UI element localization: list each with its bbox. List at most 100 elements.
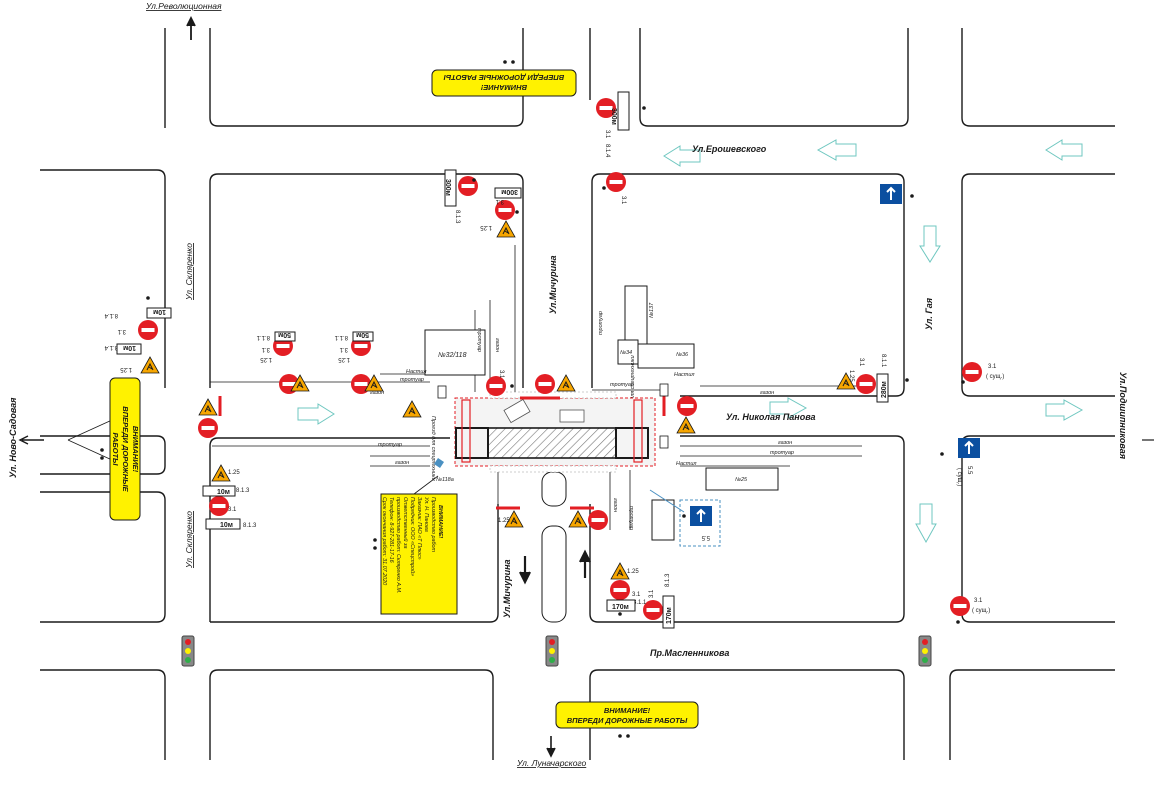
- building-32-118-label: №32/118: [438, 352, 467, 359]
- sign-code: 5.5: [966, 466, 972, 475]
- warning-top-line1: ВНИМАНИЕ!: [480, 83, 527, 92]
- info-line: Ул. Н. Панова: [423, 496, 429, 532]
- flow-arrow-right-icon: [769, 397, 808, 419]
- city-block: [40, 169, 166, 388]
- city-block: [591, 173, 905, 397]
- distance-plate-value: 280м: [881, 381, 888, 398]
- roadwork-sign: [402, 400, 422, 418]
- sign-code: 8.1.3: [665, 573, 671, 587]
- sign-code: 8.1.3: [243, 523, 257, 529]
- city-block: [209, 669, 494, 760]
- sign-code: 1.25: [627, 569, 639, 575]
- excavator: [503, 398, 531, 424]
- no-entry-sign: [677, 396, 697, 416]
- island-bottom: [541, 525, 567, 623]
- no-entry-sign: [610, 580, 630, 600]
- distance-plate-value: 170м: [612, 604, 629, 611]
- roadwork-sign: [556, 374, 576, 392]
- sign-code: 1.25: [498, 518, 510, 524]
- flow-arrow-right-icon: [1045, 399, 1084, 421]
- block-edge: [40, 669, 166, 760]
- warning-plate-top: ВНИМАНИЕ! ВПЕРЕДИ ДОРОЖНЫЕ РАБОТЫ: [431, 69, 577, 97]
- warning-left-line2: ВПЕРЕДИ ДОРОЖНЫЕ: [121, 406, 130, 492]
- city-block: [961, 28, 1115, 127]
- no-entry-sign: [198, 418, 218, 438]
- distance-plate-value: 300м: [501, 188, 518, 195]
- flow-arrow-left-icon: [663, 145, 701, 167]
- warning-top-line2: ВПЕРЕДИ ДОРОЖНЫЕ РАБОТЫ: [443, 73, 564, 82]
- sign-code: 3.1: [261, 346, 270, 352]
- no-entry-sign: [486, 376, 506, 396]
- distance-plate: [662, 595, 675, 629]
- distance-plate: [352, 331, 374, 342]
- street-podshipnikovaya: Ул.Подшипниковая: [1118, 372, 1128, 460]
- crosswalk: [489, 465, 617, 473]
- arrow-up-icon: [579, 549, 591, 578]
- no-entry-sign: [962, 362, 982, 382]
- warning-bottom-line2: ВПЕРЕДИ ДОРОЖНЫЕ РАБОТЫ: [567, 716, 688, 725]
- street-michurina-bottom: Ул.Мичурина: [502, 559, 512, 618]
- info-line: Заказчик: ПАО «Т Плюс»: [416, 497, 422, 560]
- traffic-light-yellow-icon: [922, 648, 928, 654]
- sign-code: 1.25: [848, 370, 854, 382]
- street-nikolaya-panova: Ул. Николая Панова: [726, 412, 816, 422]
- deck: [659, 435, 669, 449]
- info-line: Подрядчик: ООО «Спецстрой»: [409, 497, 416, 576]
- building-118a-label: №118а: [436, 477, 454, 483]
- sign-code: 3.1: [974, 598, 983, 604]
- building-137-label: №137: [649, 302, 655, 318]
- lawn-label: газон: [395, 460, 409, 466]
- direction-arrows: [18, 15, 1154, 758]
- sign-posts: [100, 60, 965, 738]
- distance-plate: [494, 187, 522, 199]
- sign-code: 8.1.3: [454, 210, 460, 224]
- distance-plate: [444, 169, 457, 207]
- flow-arrow-down-icon: [915, 503, 937, 544]
- distance-plate: [202, 485, 236, 497]
- city-block: [949, 669, 1115, 760]
- traffic-light-red-icon: [185, 639, 191, 645]
- flow-arrow-left-icon: [816, 139, 857, 161]
- info-line: Телефон: 8-927-281-17-16: [388, 497, 394, 563]
- street-names: Ул.Революционная Ул.Ерошевского Ул.Мичур…: [8, 1, 1128, 768]
- pointer-line: [67, 439, 113, 461]
- deck: [659, 383, 669, 397]
- sign-code: 8.1.1: [334, 334, 348, 340]
- sidewalk-label: тротуар: [378, 442, 402, 448]
- sign-note: ( сущ.): [956, 468, 962, 486]
- info-line: ВНИМАНИЕ!: [437, 505, 443, 538]
- traffic-lights: [181, 635, 932, 667]
- interior-lines: [210, 245, 862, 530]
- traffic-light-yellow-icon: [549, 648, 555, 654]
- excavation-pit: [487, 427, 617, 459]
- info-board: ВНИМАНИЕ! Производство работ Ул. Н. Пано…: [380, 458, 458, 615]
- sidewalk-label: тротуар: [770, 450, 794, 456]
- building-36-label: №36: [676, 352, 689, 358]
- sign-code: 3.1: [858, 358, 864, 367]
- arrow-up-icon: [696, 508, 706, 522]
- info-line: Ответственный за: [402, 497, 409, 548]
- oneway-sign-frame: [679, 499, 721, 547]
- street-gaya: Ул. Гая: [924, 297, 934, 330]
- distance-plate: [274, 331, 296, 342]
- arrow-down-icon: [519, 556, 531, 585]
- sidewalk-label: тротуар: [628, 506, 634, 530]
- distance-plate-value: 10м: [220, 522, 233, 529]
- lawn-label: газон: [370, 390, 384, 396]
- sign-code: 8.1.1: [633, 600, 647, 606]
- warning-left-line3: РАБОТЫ: [111, 432, 120, 466]
- lawn-label: газон: [778, 440, 792, 446]
- sign-code: 8.1.1: [256, 334, 270, 340]
- deck-label: Настил: [406, 369, 427, 375]
- city-block: [209, 437, 450, 622]
- sign-code: 3.1: [649, 589, 655, 598]
- lawn-label: газон: [612, 498, 618, 512]
- distance-plates: 300м 300м 300м 10м 10м 50м 50м 280м 10м …: [116, 91, 889, 629]
- traffic-light-green-icon: [549, 657, 555, 663]
- distance-plate: [116, 343, 142, 355]
- street-michurina-top: Ул.Мичурина: [548, 255, 558, 314]
- no-entry-sign: [535, 374, 555, 394]
- sign-code: 8.1.4: [104, 344, 118, 350]
- buildings: №32/118 №137 №34 №36 №25 №118а: [424, 285, 779, 623]
- sidewalk-label: тротуар: [476, 328, 482, 352]
